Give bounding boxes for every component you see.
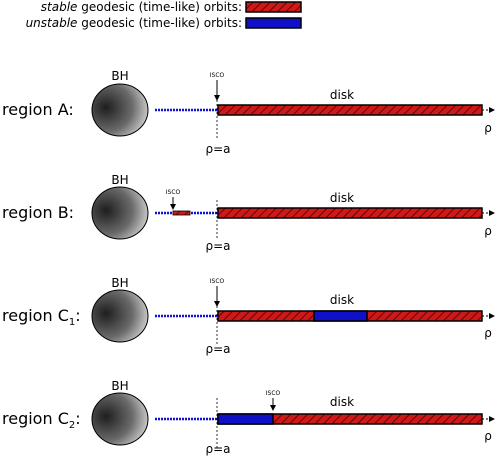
disk-label: disk	[330, 191, 354, 205]
region-b-label: region B:	[2, 203, 74, 222]
unstable-disk-segment	[217, 413, 274, 425]
black-hole	[91, 392, 149, 446]
black-hole	[91, 83, 149, 137]
region-a-label: region A:	[2, 100, 74, 119]
rho-label: ρ	[484, 326, 492, 340]
black-hole	[91, 289, 149, 343]
black-hole	[91, 186, 149, 240]
legend-unstable-text: unstable geodesic (time-like) orbits:	[26, 16, 242, 30]
legend-stable-rest: geodesic (time-like) orbits:	[77, 0, 242, 14]
rho-label: ρ	[484, 224, 492, 238]
region-b: region B: BH ISCO disk ρ ρ=a	[2, 173, 495, 253]
unstable-disk-segment	[313, 310, 368, 322]
stable-inner-segment	[172, 210, 191, 216]
bh-label: BH	[111, 379, 128, 393]
bh-label: BH	[111, 173, 128, 187]
legend-stable-italic: stable	[41, 0, 78, 14]
region-c2-label-sub: 2	[69, 420, 75, 431]
legend-stable-text: stable geodesic (time-like) orbits:	[41, 0, 242, 14]
stable-disk-segment	[217, 104, 483, 116]
isco-label: ISCO	[210, 72, 225, 79]
legend-stable-swatch	[245, 1, 302, 13]
isco-label: ISCO	[210, 278, 225, 285]
region-c2-label-suffix: :	[75, 409, 80, 428]
region-c1-label-sub: 1	[69, 317, 75, 328]
region-c2: region C2: BH ISCO disk ρ ρ=a	[2, 379, 495, 456]
rho-label: ρ	[484, 121, 492, 135]
disk-label: disk	[330, 395, 354, 409]
legend-unstable-rest: geodesic (time-like) orbits:	[77, 16, 242, 30]
stable-disk-segment	[217, 207, 483, 219]
isco-label: ISCO	[166, 189, 181, 196]
legend-unstable-swatch	[245, 17, 302, 29]
region-a: region A: BH ISCO disk ρ ρ=a	[2, 69, 495, 156]
rho-eq-a-label: ρ=a	[205, 342, 230, 356]
isco-label: ISCO	[266, 390, 281, 397]
disk-label: disk	[330, 293, 354, 307]
region-c2-label: region C2:	[2, 409, 81, 431]
legend-unstable-italic: unstable	[26, 16, 78, 30]
region-c1-label-suffix: :	[75, 306, 80, 325]
rho-eq-a-label: ρ=a	[205, 442, 230, 456]
region-c1-label-main: region C	[2, 306, 69, 325]
region-c1-label: region C1:	[2, 306, 81, 328]
rho-label: ρ	[484, 429, 492, 443]
bh-label: BH	[111, 69, 128, 83]
disk-label: disk	[330, 88, 354, 102]
rho-eq-a-label: ρ=a	[205, 239, 230, 253]
bh-label: BH	[111, 276, 128, 290]
rho-eq-a-label: ρ=a	[205, 142, 230, 156]
legend: stable geodesic (time-like) orbits: unst…	[26, 0, 302, 30]
region-c2-label-main: region C	[2, 409, 69, 428]
region-c1: region C1: BH ISCO disk ρ ρ=a	[2, 276, 495, 356]
